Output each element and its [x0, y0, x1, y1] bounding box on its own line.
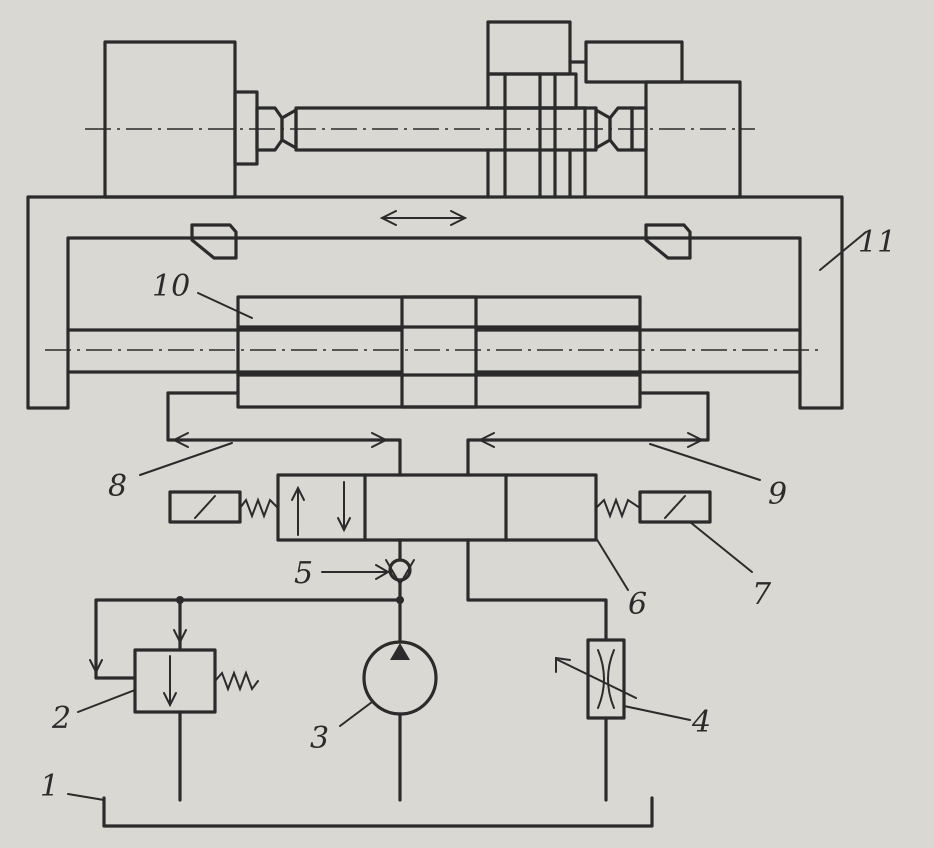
throttle-body [586, 638, 626, 720]
left-spring [239, 497, 279, 519]
leader-lines [67, 231, 867, 801]
machine-assembly [85, 20, 755, 199]
line-left [166, 391, 402, 477]
label-throttle: 4 [691, 705, 711, 740]
label-solenoid-right: 7 [752, 577, 772, 612]
label-line-right: 9 [768, 477, 787, 512]
relief-valve-circuit [89, 596, 402, 802]
label-table-frame: 11 [858, 225, 896, 260]
pressure-line [94, 598, 402, 680]
tool-head [486, 20, 572, 76]
label-directional-valve: 6 [628, 587, 647, 622]
left-chuck [233, 90, 259, 166]
solenoid-left [168, 490, 242, 524]
pump [362, 640, 438, 802]
label-reservoir: 1 [40, 769, 59, 804]
cylinder-piston [400, 295, 478, 409]
left-stop-dog [190, 223, 238, 260]
solenoid-right [638, 490, 712, 524]
label-check-valve: 5 [294, 556, 313, 591]
check-valve [385, 538, 415, 642]
tool-motor [584, 40, 684, 84]
return-circuit [466, 538, 637, 802]
line-right [466, 391, 710, 477]
tool-slide [486, 72, 578, 110]
relief-valve-body [133, 648, 217, 714]
label-cylinder: 10 [152, 269, 190, 304]
table-frame [26, 195, 844, 410]
labels: 10 11 8 9 5 6 7 2 3 4 1 [40, 225, 896, 804]
throttle-adjust-arrow [557, 659, 637, 699]
relief-spring [214, 670, 259, 692]
label-line-left: 8 [108, 469, 127, 504]
label-relief-valve: 2 [51, 701, 71, 736]
right-spring [595, 497, 641, 519]
reservoir [102, 796, 654, 828]
cylinder-barrel [236, 295, 642, 409]
directional-valve [168, 473, 712, 542]
right-stop-dog [644, 223, 692, 260]
hydraulic-cylinder [45, 295, 820, 409]
left-headstock [103, 40, 237, 199]
label-pump: 3 [310, 721, 329, 756]
right-tailstock [644, 80, 742, 199]
return-line [466, 538, 608, 642]
hydraulic-lines [166, 391, 710, 477]
